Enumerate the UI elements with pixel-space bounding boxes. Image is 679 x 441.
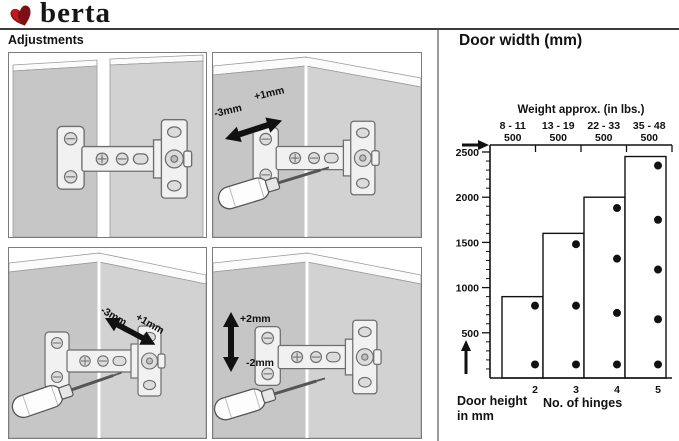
x-axis-caption: No. of hinges [543,396,623,410]
hinge-position-dot [654,161,662,170]
hinge-count-label: 4 [614,384,620,396]
adjustments-title: Adjustments [8,33,84,47]
adjustment-panel-depth: -3mm +1mm [8,247,207,439]
section-divider [437,30,439,441]
segment-width-label: 500 [549,132,567,144]
hinge-position-dot [531,360,539,369]
side-adjustment-illustration: -3mm +1mm [213,56,421,237]
y-tick-label: 1500 [456,237,480,249]
segment-width-label: 500 [504,132,522,144]
hinge-count-label: 2 [532,384,538,396]
header-divider [0,28,679,30]
hinge-position-dot [613,254,621,263]
weight-range-label: 8 - 11 [500,120,526,132]
hinge-position-dot [654,360,662,369]
height-adjustment-illustration: +2mm -2mm [213,252,421,438]
mounted-hinge-illustration [12,54,204,237]
y-axis-caption: Door height in mm [457,394,528,423]
y-tick-label: 1000 [456,283,480,295]
brand-logo: berta [8,0,112,29]
brand-name: berta [40,0,112,29]
segment-width-label: 500 [595,132,613,144]
door-width-chart: Weight approx. (in lbs.) 8 - 11 13 - 19 22 … [456,104,673,396]
weight-header: Weight approx. (in lbs.) [518,104,645,116]
brand-heart-icon [10,5,31,26]
chart-title: Door width (mm) [459,32,583,49]
height-adjust-plus-label: +2mm [240,313,271,325]
door-height-bar-4-hinges [583,196,626,379]
hinge-position-dot [572,301,580,310]
y-tick-label: 2500 [456,147,480,159]
y-tick-label: 500 [461,328,479,340]
cabinet-side-panel [12,65,98,237]
hinge-position-dot [654,215,662,224]
hinge-position-dot [613,308,621,317]
weight-range-label: 35 - 48 [633,120,666,132]
hinge-position-dot [613,360,621,369]
hinge-position-dot [572,240,580,249]
hinge-count-label: 5 [655,384,661,396]
segment-width-label: 500 [640,132,658,144]
hinge-count-label: 3 [573,384,579,396]
hinge-position-dot [654,265,662,274]
adjustment-panel-mounted-hinge [8,52,207,238]
hinge-position-dot [613,204,621,213]
y-tick-label: 2000 [456,192,480,204]
adjustment-panel-height: +2mm -2mm [212,247,422,439]
depth-adjustment-illustration: -3mm +1mm [9,252,206,438]
adjustment-panel-side: -3mm +1mm [212,52,422,238]
hinge-position-dot [572,360,580,369]
height-adjust-minus-label: -2mm [246,357,274,369]
weight-range-label: 22 - 33 [587,120,620,132]
door-height-arrowhead-icon [461,340,471,351]
hinge-position-dot [531,301,539,310]
door-width-arrowhead-icon [478,140,489,150]
hinge-position-dot [654,315,662,324]
weight-range-label: 13 - 19 [542,120,575,132]
